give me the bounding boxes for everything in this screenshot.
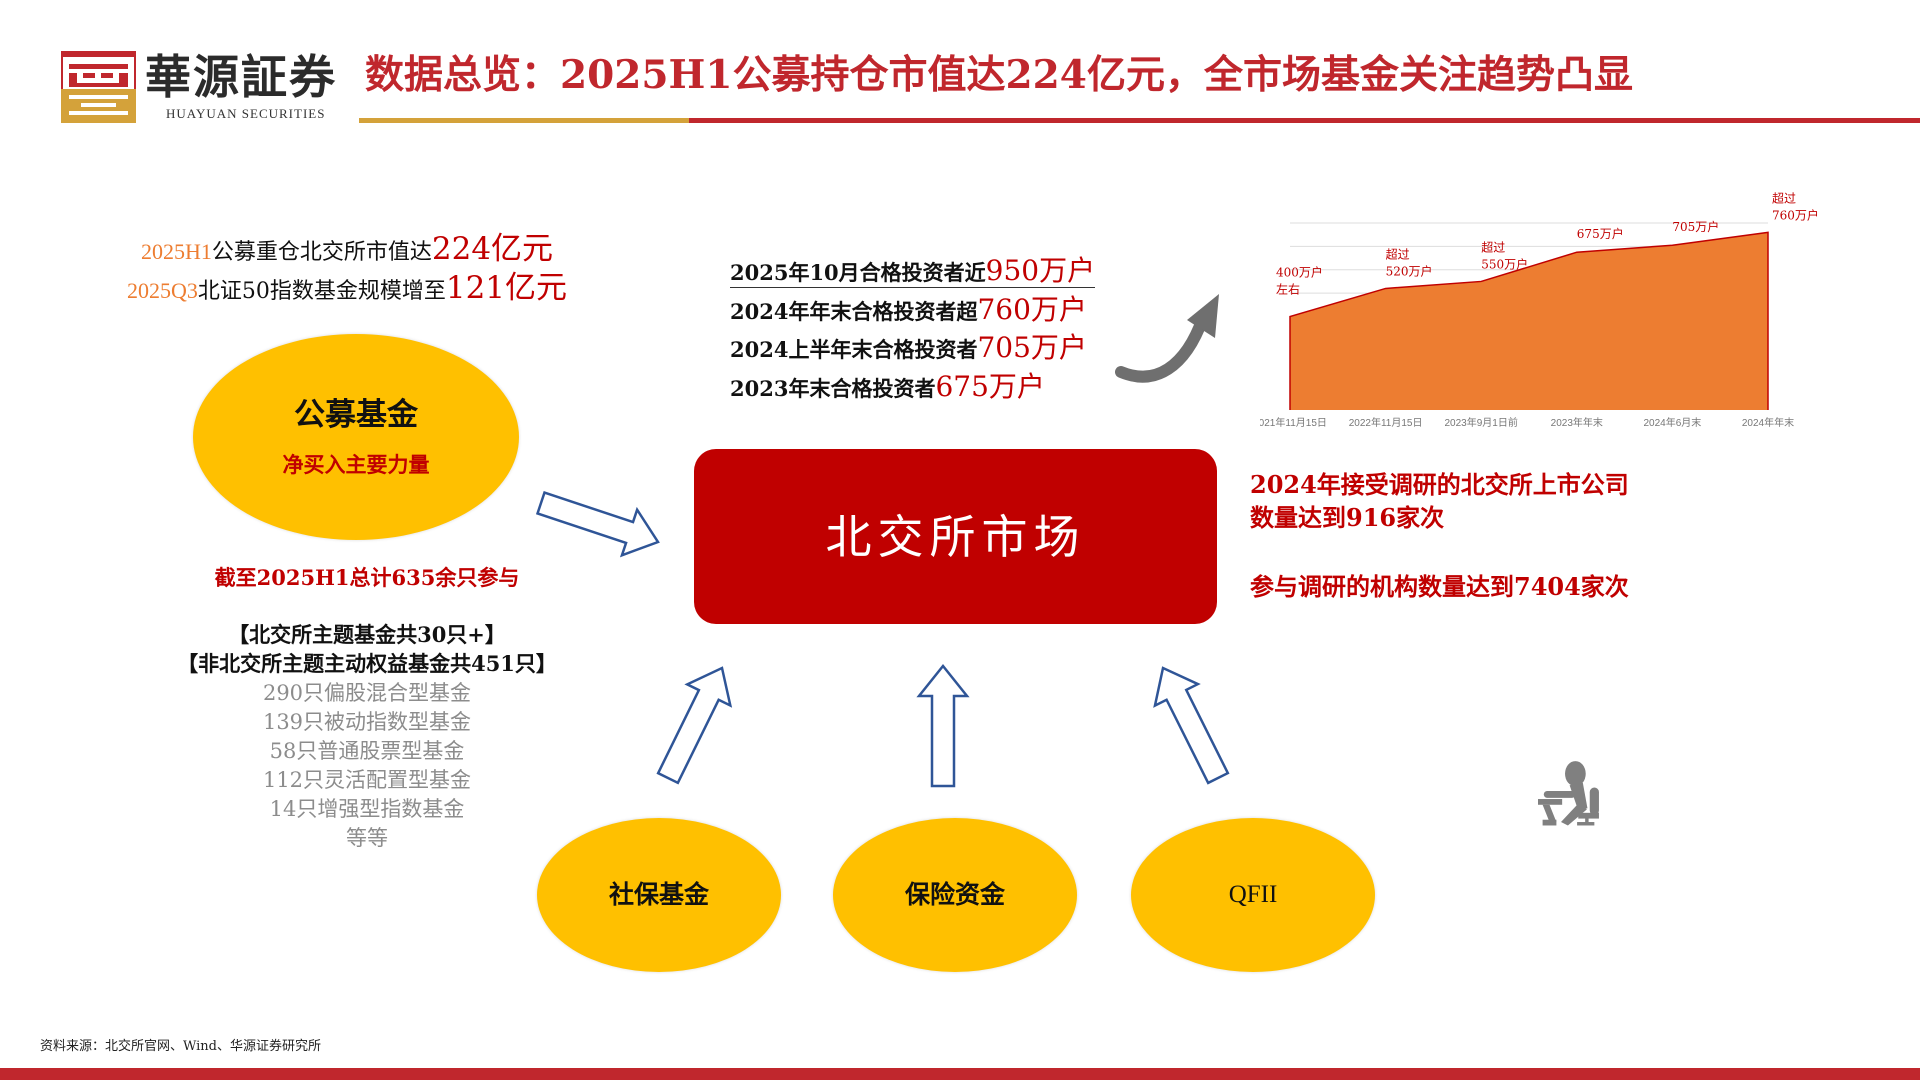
ellipse-label: 社保基金	[608, 880, 709, 909]
data-label: 520万户	[1386, 263, 1433, 278]
investor-text: 2023年末合格投资者	[730, 376, 936, 401]
x-tick-label: 2021年11月15日	[1260, 416, 1327, 429]
logo-mark	[61, 51, 136, 123]
investor-line: 2025年10月合格投资者近950万户	[730, 254, 1096, 288]
page-title: 数据总览：2025H1公募持仓市值达224亿元，全市场基金关注趋势凸显	[365, 52, 1633, 98]
stat-text: 公募重仓北交所市值达	[211, 240, 432, 265]
data-label: 760万户	[1772, 207, 1819, 222]
bracket-line: 【非北交所主题主动权益基金共451只】	[177, 651, 557, 676]
stat-prefix: 2025Q3	[126, 278, 198, 303]
arrow-up-left-icon	[1153, 666, 1230, 785]
breakdown-item: 290只偏股混合型基金	[262, 681, 472, 705]
investor-line: 2024上半年末合格投资者705万户	[730, 331, 1087, 365]
data-label: 超过	[1772, 190, 1796, 205]
research-text: 数量达到916家次	[1250, 503, 1445, 532]
data-label: 超过	[1481, 239, 1505, 254]
arrow-up-icon	[916, 663, 970, 788]
arrow-up-right-icon	[656, 666, 733, 785]
breakdown-item: 58只普通股票型基金	[269, 739, 465, 763]
ellipse-label: QFII	[1228, 881, 1278, 908]
investor-text: 2024年年末合格投资者超	[730, 299, 978, 324]
stat-line: 2025Q3北证50指数基金规模增至121亿元	[127, 271, 567, 305]
stat-value: 224亿元	[431, 231, 554, 267]
title-divider-red	[689, 118, 1920, 123]
source-note: 资料来源：北交所官网、Wind、华源证券研究所	[40, 1039, 321, 1054]
investor-value: 705万户	[977, 331, 1087, 364]
data-label: 左右	[1276, 282, 1300, 297]
logo-subtext: HUAYUAN SECURITIES	[166, 106, 326, 121]
investor-value: 760万户	[977, 293, 1087, 326]
bse-market-label: 北交所市场	[825, 509, 1086, 564]
person-at-desk-icon	[1538, 761, 1599, 826]
arrow-right-icon	[535, 490, 660, 558]
social-security-fund-ellipse: 社保基金	[537, 818, 781, 972]
breakdown-item: 112只灵活配置型基金	[262, 768, 472, 792]
bracket-line: 【北交所主题基金共30只+】	[228, 622, 506, 647]
participation-text: 截至2025H1总计635余只参与	[214, 565, 520, 590]
investor-line: 2023年末合格投资者675万户	[730, 370, 1045, 404]
x-tick-label: 2022年11月15日	[1349, 416, 1423, 429]
research-text: 2024年接受调研的北交所上市公司	[1250, 470, 1629, 499]
stat-prefix: 2025H1	[140, 239, 212, 264]
area-fill	[1290, 232, 1768, 410]
stat-line: 2025H1公募重仓北交所市值达224亿元	[141, 232, 553, 266]
data-label: 550万户	[1481, 256, 1528, 271]
qfii-ellipse: QFII	[1131, 818, 1375, 972]
breakdown-item: 14只增强型指数基金	[269, 797, 465, 821]
public-fund-title: 公募基金	[294, 397, 418, 433]
investor-value: 950万户	[985, 254, 1096, 287]
footer-bar	[0, 1068, 1920, 1080]
stat-text: 北证50指数基金规模增至	[197, 279, 446, 304]
public-fund-subtitle: 净买入主要力量	[282, 452, 430, 477]
x-tick-label: 2023年年末	[1551, 416, 1603, 429]
title-divider-gold	[359, 118, 689, 123]
ellipse-label: 保险资金	[904, 880, 1005, 909]
data-label: 400万户	[1276, 265, 1323, 280]
investor-text: 2025年10月合格投资者近	[730, 260, 986, 285]
breakdown-item: 等等	[346, 826, 388, 850]
curved-up-arrow-icon	[1115, 294, 1219, 383]
logo-text: 華源証券	[145, 50, 337, 104]
x-tick-label: 2024年6月末	[1643, 416, 1701, 429]
investor-value: 675万户	[935, 370, 1045, 403]
bse-market-box: 北交所市场	[694, 449, 1217, 624]
x-tick-label: 2024年年末	[1742, 416, 1794, 429]
data-label: 675万户	[1577, 226, 1624, 241]
x-tick-label: 2023年9月1日前	[1445, 416, 1518, 429]
area-line	[1289, 231, 1769, 410]
breakdown-item: 139只被动指数型基金	[262, 710, 472, 734]
research-text: 参与调研的机构数量达到7404家次	[1250, 572, 1629, 601]
investor-text: 2024上半年末合格投资者	[730, 337, 978, 362]
fund-breakdown-list: 290只偏股混合型基金 139只被动指数型基金 58只普通股票型基金 112只灵…	[263, 679, 471, 853]
data-label: 705万户	[1672, 219, 1719, 234]
data-label: 超过	[1386, 246, 1410, 261]
investor-line: 2024年年末合格投资者超760万户	[730, 293, 1087, 327]
stat-value: 121亿元	[445, 270, 568, 306]
insurance-fund-ellipse: 保险资金	[833, 818, 1077, 972]
public-fund-ellipse: 公募基金 净买入主要力量	[193, 334, 519, 540]
